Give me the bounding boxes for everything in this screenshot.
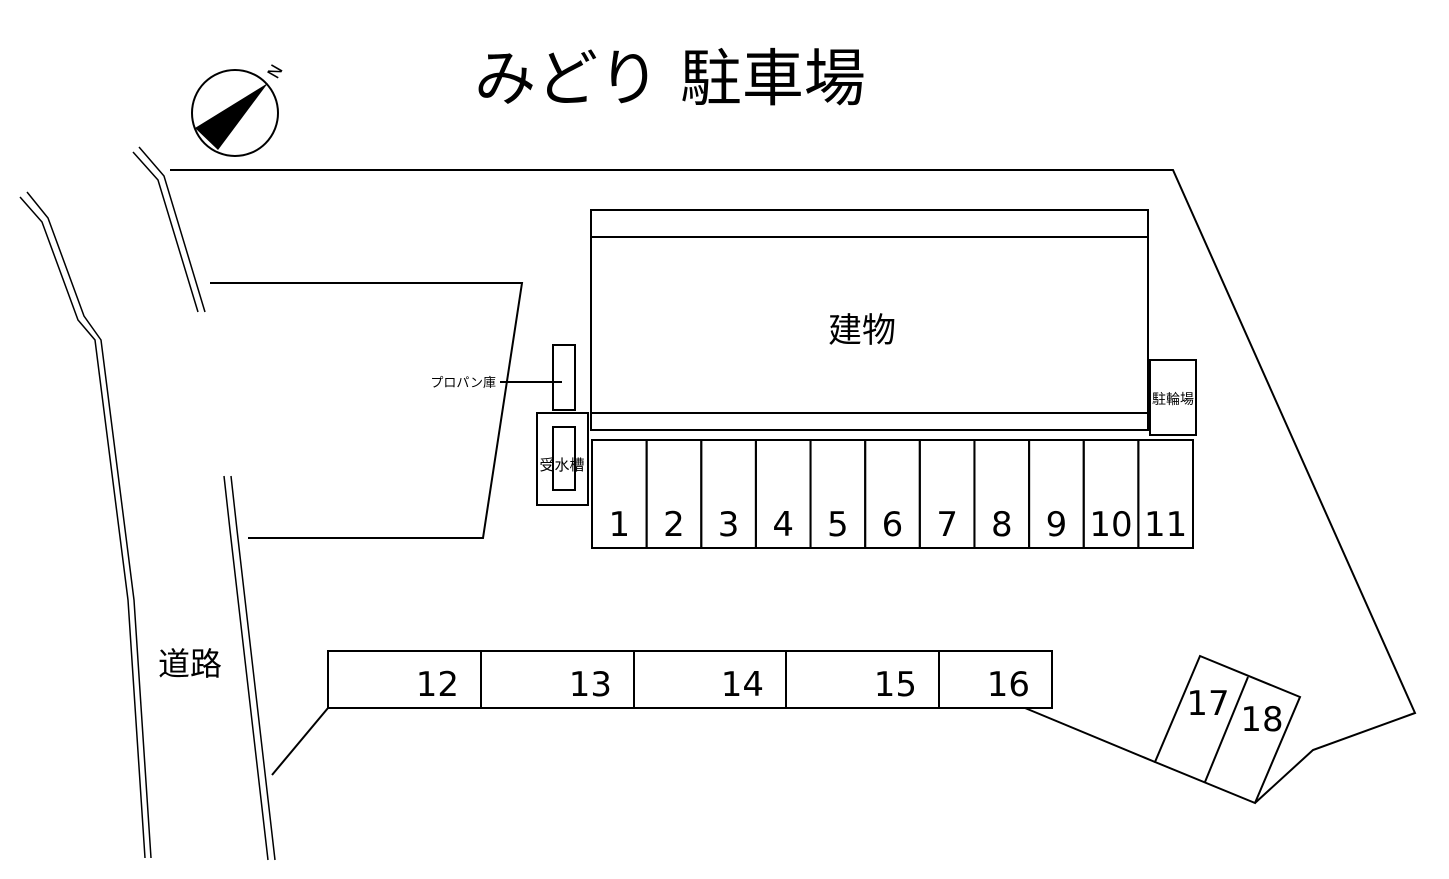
space-number: 3 [718, 505, 740, 545]
water-tank: 受水槽 [536, 412, 589, 506]
page-title: みどり 駐車場 [474, 42, 866, 115]
lot-boundary [170, 169, 1417, 804]
space-number: 5 [827, 505, 849, 545]
space-number: 10 [1089, 505, 1132, 545]
parking-space-12: 12 [327, 650, 482, 709]
parking-space-14: 14 [633, 650, 787, 709]
parking-space-7: 7 [918, 439, 976, 549]
north-label: N [264, 61, 288, 82]
parking-space-8: 8 [973, 439, 1031, 549]
parking-angled: 17 18 [1153, 654, 1302, 805]
space-number: 9 [1046, 505, 1068, 545]
space-number: 4 [772, 505, 794, 545]
water-tank-label: 受水槽 [539, 456, 584, 474]
parking-row-2: 12 13 14 15 16 [327, 650, 1053, 709]
road-lines [19, 146, 276, 861]
parking-space-3: 3 [700, 439, 757, 549]
road-label: 道路 [158, 645, 222, 683]
parking-space-13: 13 [480, 650, 635, 709]
space-number: 11 [1144, 505, 1187, 545]
space-number: 2 [663, 505, 685, 545]
space-number: 16 [987, 665, 1030, 705]
space-number: 15 [874, 665, 917, 705]
parking-space-2: 2 [645, 439, 703, 549]
parking-space-9: 9 [1028, 439, 1085, 549]
space-number: 1 [608, 505, 630, 545]
parking-space-17-18-outline [1153, 654, 1302, 805]
bicycle-parking-label: 駐輪場 [1152, 391, 1194, 408]
parking-space-4: 4 [754, 439, 812, 549]
space-number: 7 [936, 505, 958, 545]
parking-space-16: 16 [938, 650, 1053, 709]
parking-space-5: 5 [809, 439, 867, 549]
parking-space-10: 10 [1082, 439, 1140, 549]
parking-space-17: 17 [1186, 684, 1229, 724]
propane-label: プロパン庫 [430, 376, 496, 391]
space-number: 6 [882, 505, 904, 545]
parking-space-1: 1 [591, 439, 648, 549]
parking-space-11: 11 [1137, 439, 1195, 549]
space-number: 14 [721, 665, 764, 705]
parking-space-18: 18 [1240, 700, 1283, 740]
building-label: 建物 [828, 311, 896, 351]
propane-storage: プロパン庫 [430, 344, 576, 411]
parking-space-15: 15 [785, 650, 940, 709]
space-number: 8 [991, 505, 1013, 545]
north-arrow-icon: N [191, 61, 288, 157]
building: 建物 [590, 209, 1149, 431]
space-number: 12 [416, 665, 459, 705]
space-number: 13 [569, 665, 612, 705]
parking-space-6: 6 [864, 439, 921, 549]
bicycle-parking: 駐輪場 [1149, 359, 1197, 436]
